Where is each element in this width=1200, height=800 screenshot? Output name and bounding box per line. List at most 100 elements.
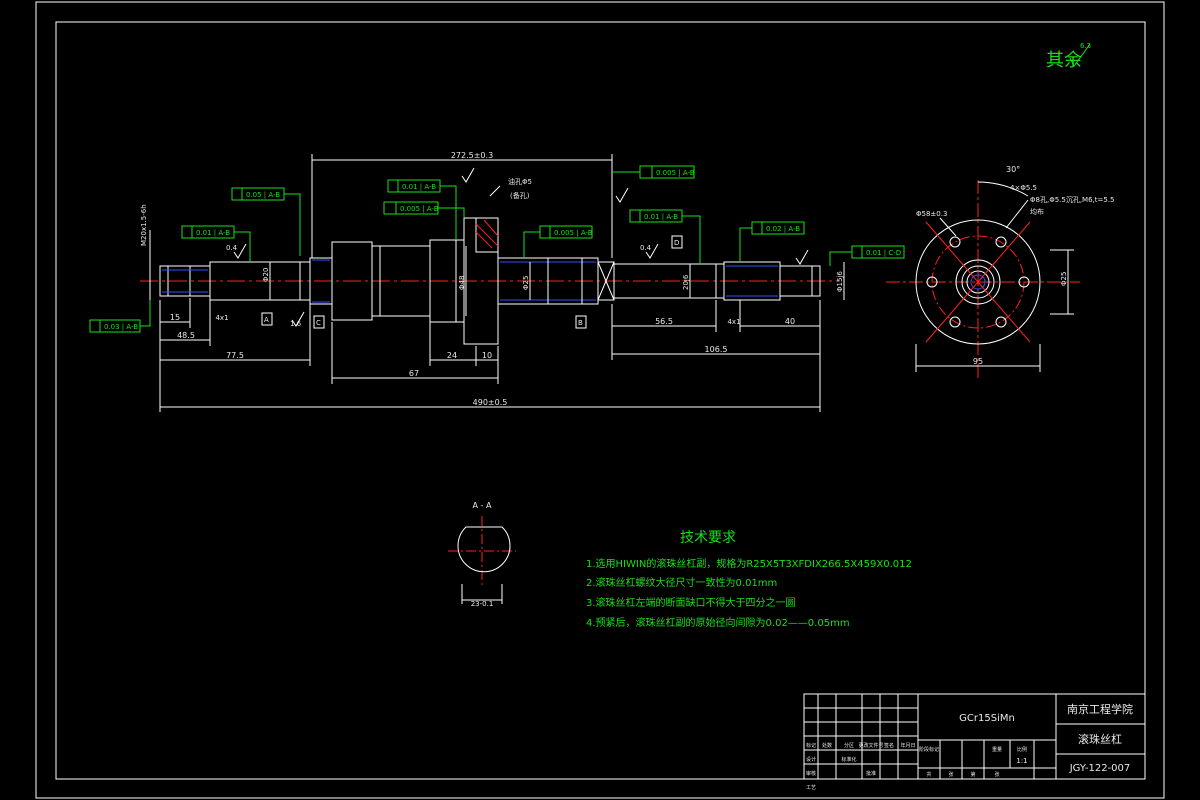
svg-text:标记: 标记 — [806, 742, 816, 749]
datum-c: C — [316, 319, 321, 327]
dim-m20: M20x1.5-6h — [140, 204, 148, 246]
tolerance-frame-2: 0.01 | A-B — [387, 179, 457, 240]
dim-overall-length: 490±0.5 — [473, 398, 508, 407]
dim-thread-length: 272.5±0.3 — [451, 151, 493, 160]
dimension-texts: 272.5±0.3 490±0.5 77.5 67 24 10 106.5 56… — [140, 151, 844, 407]
dim-40: 40 — [785, 317, 795, 326]
svg-text:张: 张 — [994, 771, 999, 778]
svg-text:更改文件号: 更改文件号 — [858, 742, 883, 749]
roughness-symbols — [233, 167, 809, 327]
datum-d: D — [674, 239, 679, 247]
svg-text:第: 第 — [970, 771, 975, 778]
nut-bore — [955, 259, 1001, 305]
drawing-number: JGY-122-007 — [1069, 763, 1131, 774]
tech-item-3: 3.滚珠丝杠左端的断面缺口不得大于四分之一圆 — [586, 596, 796, 609]
svg-text:0.005 | A-B: 0.005 | A-B — [656, 169, 695, 177]
tech-title: 技术要求 — [680, 530, 736, 546]
svg-text:0.005 | A-B: 0.005 | A-B — [554, 229, 593, 237]
svg-text:比例: 比例 — [1017, 746, 1027, 753]
svg-text:重量: 重量 — [992, 746, 1002, 753]
svg-text:设计: 设计 — [806, 756, 816, 763]
svg-text:阶段标记: 阶段标记 — [919, 746, 939, 753]
section-label: A - A — [473, 501, 492, 510]
section-a-a: A - A 23-0.1 — [448, 501, 516, 608]
dim-56-5: 56.5 — [655, 317, 673, 326]
title-block-texts: GCr15SiMn 南京工程学院 滚珠丝杠 JGY-122-007 1:1 标记… — [806, 702, 1133, 791]
dim-4x1-left: 4x1 — [215, 314, 228, 322]
svg-text:处数: 处数 — [822, 742, 832, 749]
tech-item-2: 2.滚珠丝杠螺纹大径尺寸一致性为0.01mm — [586, 576, 777, 589]
part-name: 滚珠丝杠 — [1078, 732, 1122, 746]
dim-77-5: 77.5 — [226, 351, 244, 360]
dim-10: 10 — [482, 351, 492, 360]
surface-roughness-mark: 其余 6.3 — [1046, 42, 1091, 71]
groove-note-2: (备孔) — [510, 191, 530, 200]
surface-mark-value: 6.3 — [1080, 42, 1091, 50]
flange-outer-circle — [915, 219, 1041, 345]
svg-text:0.01 | A-B: 0.01 | A-B — [644, 213, 678, 221]
dim-106-5: 106.5 — [705, 345, 728, 354]
datum-markers: A B C D — [261, 235, 683, 329]
tolerance-frame-5: 0.005 | A-B — [523, 225, 593, 258]
tolerance-frame-9: 0.03 | A-B — [89, 300, 151, 333]
svg-text:0.02 | A-B: 0.02 | A-B — [766, 225, 800, 233]
tolerance-frame-8: 0.02 | A-B — [739, 221, 805, 262]
tolerance-frames: 0.05 | A-B 0.01 | A-B 0.005 | A-B 0.01 |… — [89, 165, 905, 333]
datum-b: B — [578, 319, 583, 327]
roughness-04a: 0.4 — [226, 244, 238, 252]
bolt-hole — [926, 276, 938, 288]
angle-30: 30° — [1006, 165, 1020, 174]
section-width: 23-0.1 — [471, 600, 494, 608]
roughness-04b: 0.4 — [640, 244, 652, 252]
dim-phi48: Φ48 — [458, 276, 466, 290]
svg-text:工艺: 工艺 — [806, 785, 816, 791]
tolerance-frame-10: 0.01 | C-D — [829, 245, 905, 266]
svg-text:分区: 分区 — [844, 742, 854, 749]
svg-text:0.01 | C-D: 0.01 | C-D — [866, 249, 901, 257]
scale: 1:1 — [1016, 757, 1027, 765]
svg-text:0.03 | A-B: 0.03 | A-B — [104, 323, 138, 331]
technical-requirements: 技术要求 1.选用HIWIN的滚珠丝杠副，规格为R25X5T3XFDIX266.… — [586, 530, 912, 629]
roughness-symbol-icon — [1069, 43, 1091, 67]
svg-text:共: 共 — [926, 771, 931, 778]
dim-67: 67 — [409, 369, 419, 378]
bolt-circle — [931, 235, 1025, 329]
dim-15: 15 — [170, 313, 180, 322]
oil-hole-note: Φ8孔,Φ5.5沉孔,M6,t=5.5 — [1030, 196, 1115, 204]
svg-text:批准: 批准 — [866, 770, 876, 777]
flange-end-view: 95 Φ25 30° Φ8孔,Φ5.5沉孔,M6,t=5.5 均布 Φ58±0.… — [886, 165, 1115, 378]
svg-text:0.05 | A-B: 0.05 | A-B — [246, 191, 280, 199]
svg-text:审核: 审核 — [806, 770, 816, 777]
svg-text:0.01 | A-B: 0.01 | A-B — [402, 183, 436, 191]
bolt-hole — [1018, 276, 1030, 288]
svg-text:年月日: 年月日 — [900, 742, 915, 749]
dim-phi20-right: 20j6 — [682, 274, 690, 290]
datum-a: A — [264, 316, 269, 324]
roughness-16: 1.6 — [290, 320, 302, 328]
dim-48-5: 48.5 — [177, 331, 195, 340]
groove-note: 油孔Φ5 — [508, 177, 532, 186]
svg-text:张: 张 — [948, 771, 953, 778]
dim-phi25: Φ25 — [522, 276, 530, 290]
bolt-hole — [995, 316, 1007, 328]
tolerance-frame-4: 0.01 | A-B — [181, 225, 251, 262]
oil-hole-uniform: 均布 — [1030, 207, 1044, 216]
dim-24: 24 — [447, 351, 457, 360]
svg-text:0.01 | A-B: 0.01 | A-B — [196, 229, 230, 237]
dimension-lines — [149, 154, 845, 412]
dim-phi15: Φ15j6 — [836, 271, 844, 292]
tech-item-1: 1.选用HIWIN的滚珠丝杠副，规格为R25X5T3XFDIX266.5X459… — [586, 557, 912, 570]
title-block — [803, 693, 1146, 780]
dim-phi25-small: Φ25 — [1060, 272, 1068, 286]
tolerance-frame-6: 0.005 | A-B — [612, 165, 695, 179]
ball-screw-shaft — [140, 185, 840, 345]
tolerance-frame-7: 0.01 | A-B — [629, 209, 701, 264]
dim-phi20: Φ20 — [262, 268, 270, 282]
school-name: 南京工程学院 — [1067, 702, 1133, 716]
flange-circle-dim: Φ58±0.3 — [916, 210, 947, 218]
svg-text:0.005 | A-B: 0.005 | A-B — [400, 205, 439, 213]
dim-4x1-right: 4x1 — [727, 318, 740, 326]
flange-hole-dim: 4×Φ5.5 — [1010, 184, 1037, 192]
bolt-hole — [995, 236, 1007, 248]
tolerance-frame-1: 0.05 | A-B — [231, 187, 301, 256]
